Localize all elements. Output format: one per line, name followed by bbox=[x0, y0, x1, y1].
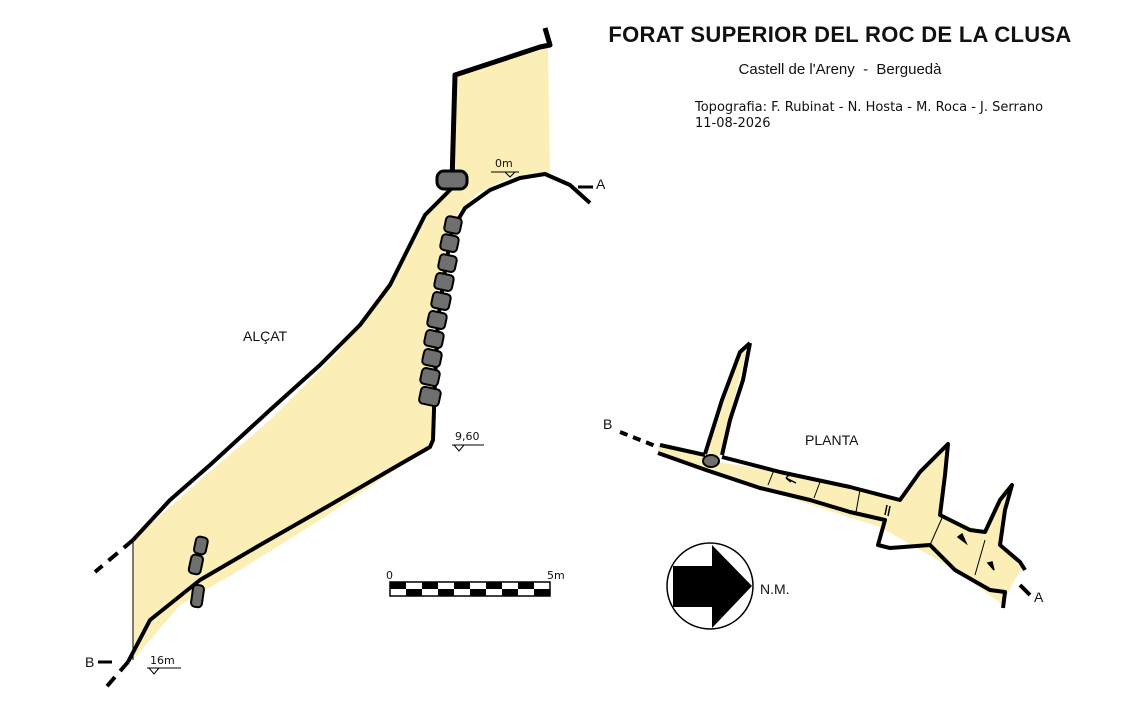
section-a-label-elevation: A bbox=[596, 176, 606, 192]
plan-gallery-top-wall bbox=[659, 442, 1027, 572]
survey-location: Castell de l'Areny - Berguedà bbox=[738, 61, 942, 78]
section-a-label-plan: A bbox=[1034, 589, 1044, 605]
survey-title: FORAT SUPERIOR DEL ROC DE LA CLUSA bbox=[608, 22, 1072, 47]
elevation-left-wall bbox=[131, 186, 454, 542]
boulder-column bbox=[418, 215, 463, 408]
scale-bar bbox=[389, 581, 551, 597]
north-label: N.M. bbox=[760, 581, 790, 597]
elevation-cave-fill bbox=[133, 48, 550, 660]
lower-boulders bbox=[187, 535, 209, 609]
depth-label-top: 0m bbox=[495, 157, 513, 170]
plan-section-a-dashed bbox=[1018, 583, 1032, 597]
plan-view bbox=[619, 341, 1032, 609]
survey-credits-block: Topografia: F. Rubinat - N. Hosta - M. R… bbox=[695, 100, 1043, 132]
plan-section-b-dashed bbox=[619, 430, 659, 449]
elevation-upper-left-wall bbox=[449, 27, 553, 183]
plan-branch-wall-left bbox=[703, 341, 752, 455]
scale-max-label: 5m bbox=[547, 569, 565, 582]
plan-section-lines bbox=[767, 469, 986, 576]
plan-slope-arrows bbox=[785, 473, 995, 571]
elevation-view bbox=[93, 27, 593, 694]
section-b-label-plan: B bbox=[603, 416, 613, 432]
depth-marker-top bbox=[491, 171, 519, 178]
survey-credits: Topografia: F. Rubinat - N. Hosta - M. R… bbox=[695, 100, 1044, 115]
plan-label: PLANTA bbox=[805, 432, 859, 448]
elevation-label: ALÇAT bbox=[243, 328, 288, 344]
section-b-label-elevation: B bbox=[85, 654, 95, 670]
plan-cave-fill bbox=[658, 348, 1022, 605]
depth-label-bottom: 16m bbox=[150, 654, 175, 667]
scale-min-label: 0 bbox=[386, 569, 393, 582]
depth-marker-mid bbox=[452, 444, 484, 452]
plan-boulder bbox=[702, 454, 720, 468]
depth-marker-bottom bbox=[147, 667, 181, 675]
elevation-left-wall-dashed bbox=[93, 538, 135, 574]
plan-gallery-bottom-wall bbox=[657, 451, 1007, 609]
plan-branch-wall-right bbox=[720, 342, 752, 456]
chockstone-block bbox=[435, 169, 469, 191]
survey-date: 11-08-2026 bbox=[695, 116, 771, 131]
depth-label-mid: 9,60 bbox=[455, 430, 480, 443]
elevation-right-wall-dashed bbox=[100, 660, 130, 694]
north-arrow-icon bbox=[666, 542, 754, 630]
